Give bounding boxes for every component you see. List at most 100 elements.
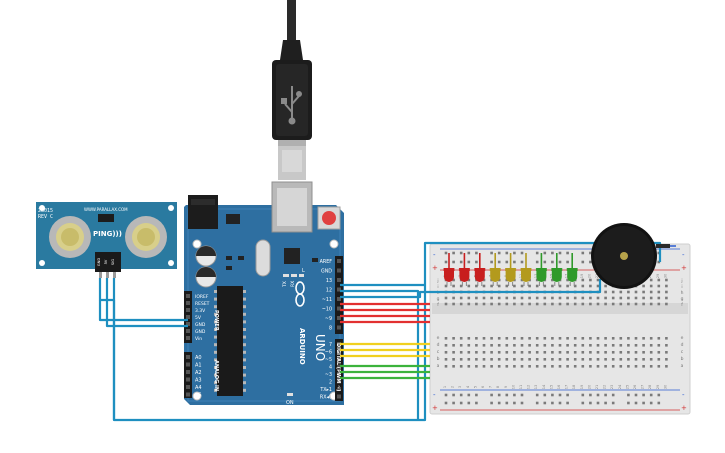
- sensor-pin-header[interactable]: [95, 252, 121, 272]
- analog-pin-label: A5: [195, 393, 202, 399]
- column-number: 20: [587, 384, 591, 389]
- ping-transducer-left: [49, 216, 91, 258]
- column-number: 1: [443, 386, 447, 388]
- digital-pin-label: 4: [329, 365, 332, 371]
- ping-transducer-right: [125, 216, 167, 258]
- analog-pin-label: A4: [195, 385, 202, 391]
- column-number: 27: [641, 385, 645, 390]
- atmega-chip: [214, 286, 246, 396]
- led-yellow[interactable]: [489, 253, 501, 286]
- rail-minus-bottom-left: -: [433, 391, 436, 399]
- digital-pin-label: ~9: [325, 316, 332, 322]
- led-green[interactable]: [535, 253, 547, 286]
- column-number: 19: [580, 384, 584, 389]
- row-letter: j: [680, 278, 682, 284]
- led-red[interactable]: [458, 253, 470, 286]
- digital-header-top[interactable]: [335, 256, 343, 334]
- column-number: 25: [625, 385, 629, 390]
- capacitor-2: [195, 266, 217, 288]
- digital-title: DIGITAL (PWM ~): [335, 343, 341, 391]
- column-number: 3: [458, 386, 462, 388]
- sensor-rev: REV C: [38, 214, 53, 220]
- analog-title: ANALOG IN: [213, 360, 219, 391]
- rx-label: RX: [290, 281, 296, 287]
- sensor-model: 28015: [38, 208, 53, 214]
- arduino-uno-board[interactable]: TX RX L ON ARDUINO UNO IOREFRESET3.3V5VG…: [184, 181, 344, 406]
- column-number: 24: [618, 384, 622, 389]
- sensor-website: WWW.PARALLAX.COM: [84, 207, 128, 212]
- led-yellow[interactable]: [505, 253, 517, 286]
- row-letter: d: [681, 342, 684, 348]
- column-number: 8: [496, 385, 500, 388]
- digital-pin-label: 12: [326, 288, 332, 294]
- column-number: 29: [656, 384, 660, 389]
- digital-pin-label: 2: [329, 380, 332, 386]
- analog-pin-label: A2: [195, 370, 202, 376]
- column-number: 5: [473, 386, 477, 388]
- digital-header-bottom[interactable]: [335, 339, 343, 401]
- column-number: 4: [466, 385, 470, 388]
- row-letter: b: [681, 356, 684, 362]
- analog-pin-label: A3: [195, 378, 202, 384]
- column-number: 22: [603, 385, 607, 390]
- column-number: 13: [534, 274, 538, 279]
- column-number: 29: [656, 273, 660, 278]
- led-row: [443, 253, 578, 286]
- row-letter: j: [436, 278, 438, 284]
- column-number: 13: [534, 385, 538, 390]
- column-number: 30: [663, 384, 667, 389]
- power-pin-label: GND: [195, 322, 206, 328]
- column-number: 7: [489, 386, 493, 388]
- wire-pin12[interactable]: [340, 279, 602, 299]
- ultrasonic-ping-sensor[interactable]: 28015 REV C WWW.PARALLAX.COM PING))) GND…: [36, 202, 177, 278]
- analog-pin-label: A0: [195, 355, 202, 361]
- wire-sensor-5v[interactable]: [105, 278, 188, 328]
- rail-minus-top-left: -: [433, 251, 436, 259]
- row-letter: a: [681, 364, 684, 369]
- row-letter: e: [437, 336, 440, 341]
- usb-symbol-icon: [281, 86, 302, 125]
- column-number: 12: [527, 385, 531, 390]
- column-number: 28: [648, 384, 652, 389]
- digital-pin-label: 7: [329, 342, 332, 348]
- digital-pin-label: GND: [321, 269, 332, 275]
- digital-pin-label: 13: [326, 278, 332, 284]
- column-number: 11: [519, 385, 523, 390]
- power-pin-label: Vin: [195, 336, 202, 342]
- led-red[interactable]: [474, 253, 486, 286]
- led-yellow[interactable]: [520, 253, 532, 286]
- column-number: 9: [504, 385, 508, 388]
- sensor-pin-label: GND: [97, 258, 101, 266]
- on-label: ON: [286, 400, 294, 406]
- row-letter: g: [681, 297, 684, 302]
- digital-pin-label: AREF: [320, 259, 333, 265]
- reset-button[interactable]: [317, 206, 341, 230]
- digital-pin-label: ~3: [325, 372, 332, 378]
- rail-plus-top-right: +: [681, 264, 687, 272]
- l-led-label: L: [302, 268, 305, 274]
- column-number: 6: [481, 385, 485, 388]
- tx-label: TX: [282, 281, 288, 288]
- row-letter: d: [437, 342, 440, 348]
- piezo-buzzer[interactable]: [591, 223, 676, 289]
- column-number: 23: [610, 385, 614, 390]
- led-red[interactable]: [443, 253, 455, 286]
- usb-chip: [284, 248, 300, 264]
- column-number: 18: [572, 384, 576, 389]
- rail-plus-bottom-left: +: [432, 404, 438, 412]
- column-number: 2: [451, 386, 455, 388]
- power-title: POWER: [213, 310, 219, 331]
- led-green[interactable]: [566, 253, 578, 286]
- crystal-oscillator: [255, 239, 271, 277]
- led-green[interactable]: [551, 253, 563, 286]
- row-letter: b: [437, 356, 440, 362]
- voltage-regulator: [226, 214, 240, 224]
- usb-cable[interactable]: [272, 0, 312, 180]
- rail-minus-bottom-right: -: [682, 391, 685, 399]
- wire-sensor-gnd[interactable]: [98, 300, 188, 322]
- analog-header[interactable]: [184, 352, 192, 398]
- column-number: 26: [633, 384, 637, 389]
- row-letter: c: [681, 350, 684, 355]
- power-pin-label: GND: [195, 329, 206, 335]
